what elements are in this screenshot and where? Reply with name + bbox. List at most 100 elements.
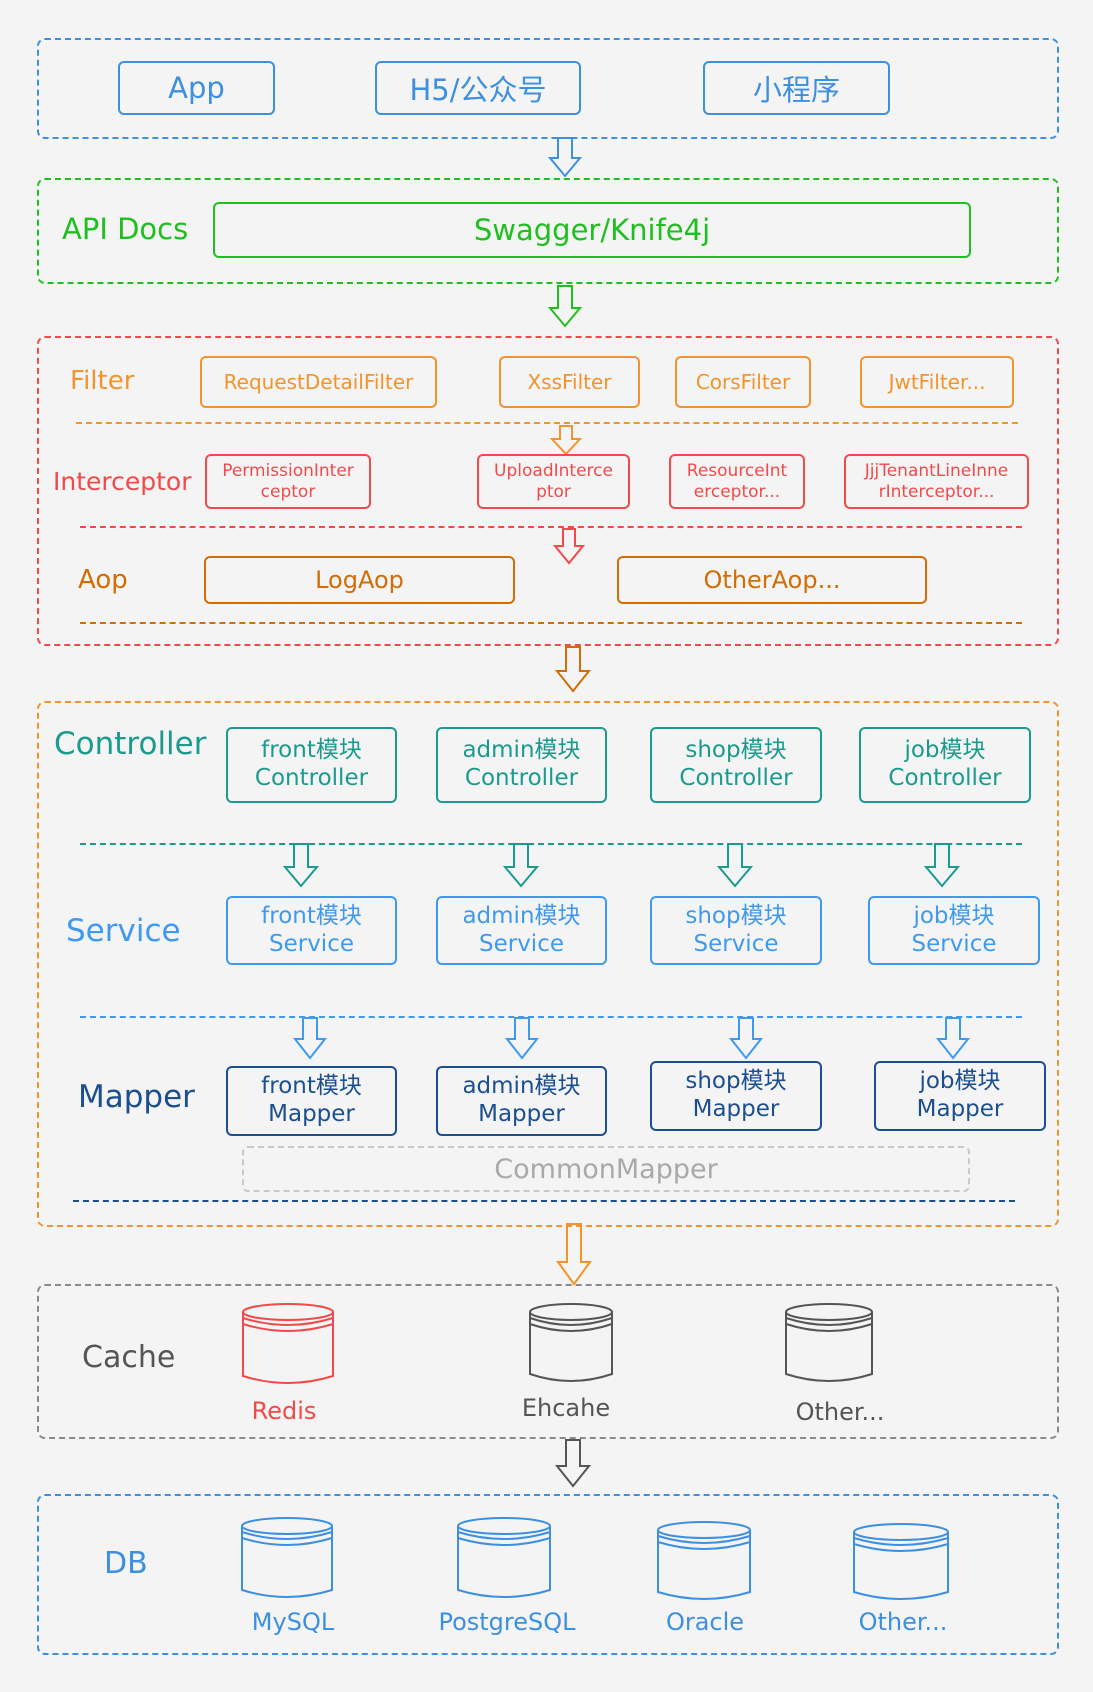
arrow-down-icon xyxy=(504,1017,540,1060)
mapper-item-line2: Mapper xyxy=(692,1096,780,1122)
request-chain-group xyxy=(37,336,1059,646)
db-label: DB xyxy=(104,1546,148,1581)
controller-item-line2: Controller xyxy=(888,765,1002,791)
service-label: Service xyxy=(66,913,181,949)
interceptor-item-line2: erceptor... xyxy=(693,481,781,502)
db-item-label: MySQL xyxy=(251,1608,335,1636)
arrow-down-icon xyxy=(549,425,583,456)
app-box: App xyxy=(118,61,275,115)
service-divider xyxy=(80,1016,1022,1018)
aop-divider xyxy=(80,622,1022,624)
mapper-label: Mapper xyxy=(78,1079,195,1115)
filter-box: XssFilter xyxy=(499,356,640,408)
db-item-label: PostgreSQL xyxy=(438,1608,576,1636)
db-item-label: Other... xyxy=(858,1608,948,1636)
controller-item-line1: job模块 xyxy=(904,737,986,764)
interceptor-divider xyxy=(80,526,1022,528)
interceptor-item-line2: ptor xyxy=(536,481,571,502)
business-group xyxy=(37,701,1059,1227)
cache-item-label: Redis xyxy=(251,1397,317,1425)
mapper-item-line2: Mapper xyxy=(478,1101,565,1127)
postgresql-database-icon xyxy=(457,1517,551,1598)
aop-label: Aop xyxy=(78,565,128,595)
arrow-down-icon xyxy=(556,1223,592,1286)
h5-box: H5/公众号 xyxy=(375,61,581,115)
service-item-line2: Service xyxy=(268,930,354,957)
arrow-down-icon xyxy=(547,285,583,328)
cache-group xyxy=(37,1284,1059,1439)
arrow-down-icon xyxy=(554,1439,592,1488)
arrow-down-icon xyxy=(292,1017,328,1060)
filter-item-label: CorsFilter xyxy=(695,370,791,394)
mapper-divider xyxy=(73,1200,1015,1202)
service-item-line1: job模块 xyxy=(913,902,995,929)
clients-group xyxy=(37,38,1059,139)
service-item-line1: front模块 xyxy=(261,902,362,929)
aop-box: LogAop xyxy=(204,556,515,604)
controller-item-line2: Controller xyxy=(254,765,369,791)
arrow-down-icon xyxy=(935,1017,971,1060)
interceptor-item-line1: ResourceInt xyxy=(686,461,788,482)
mysql-database-icon xyxy=(241,1517,333,1598)
swagger-box: Swagger/Knife4j xyxy=(213,202,971,258)
interceptor-item-line1: UploadInterce xyxy=(494,461,613,482)
arrow-down-icon xyxy=(282,843,320,888)
service-item-line1: admin模块 xyxy=(462,902,581,929)
other-cache-database-icon xyxy=(785,1303,873,1382)
filter-item-label: RequestDetailFilter xyxy=(223,370,414,394)
controller-item-line1: front模块 xyxy=(261,737,362,764)
service-item-line2: Service xyxy=(911,930,997,957)
aop-item-label: OtherAop... xyxy=(703,566,841,594)
app-label: App xyxy=(168,71,225,105)
service-item-line2: Service xyxy=(478,930,564,957)
filter-box: JwtFilter... xyxy=(860,356,1014,408)
miniprogram-box: 小程序 xyxy=(703,61,890,115)
arrow-down-icon xyxy=(502,843,540,888)
h5-label: H5/公众号 xyxy=(409,73,547,107)
service-item-line2: Service xyxy=(693,930,779,957)
db-item-label: Oracle xyxy=(665,1608,745,1636)
api-docs-group xyxy=(37,178,1059,284)
common-mapper-label: CommonMapper xyxy=(494,1153,718,1185)
arrow-down-icon xyxy=(716,843,754,888)
api-docs-label: API Docs xyxy=(62,212,189,246)
miniprogram-label: 小程序 xyxy=(752,73,840,107)
mapper-item-line1: job模块 xyxy=(919,1068,1001,1095)
interceptor-item-line1: PermissionInter xyxy=(222,461,354,482)
filter-label: Filter xyxy=(70,366,135,396)
interceptor-item-line1: JjjTenantLineInne xyxy=(864,461,1009,482)
cache-item-label: Ehcahe xyxy=(521,1394,611,1422)
mapper-item-line1: shop模块 xyxy=(685,1068,787,1095)
mapper-item-line1: front模块 xyxy=(261,1073,362,1100)
oracle-database-icon xyxy=(657,1521,751,1600)
db-group xyxy=(37,1494,1059,1655)
cache-label: Cache xyxy=(82,1340,176,1375)
arrow-down-icon xyxy=(728,1017,764,1060)
controller-divider xyxy=(80,843,1022,845)
arrow-down-icon xyxy=(552,528,586,565)
controller-label: Controller xyxy=(54,726,207,762)
filter-box: CorsFilter xyxy=(675,356,811,408)
controller-item-line2: Controller xyxy=(464,765,579,791)
interceptor-label: Interceptor xyxy=(53,467,192,496)
filter-divider xyxy=(76,422,1018,424)
cache-item-label: Other... xyxy=(795,1398,885,1426)
aop-box: OtherAop... xyxy=(617,556,927,604)
filter-box: RequestDetailFilter xyxy=(200,356,437,408)
